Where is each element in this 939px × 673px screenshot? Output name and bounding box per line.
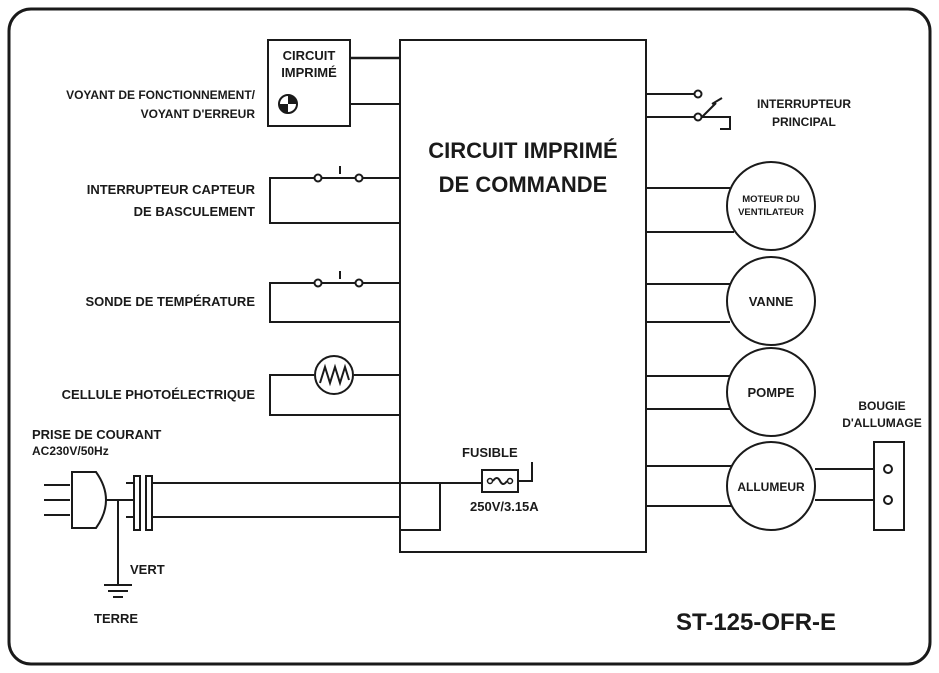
pump-label: POMPE: [748, 385, 795, 400]
photocell-label: CELLULE PHOTOÉLECTRIQUE: [62, 387, 256, 402]
model-number: ST-125-OFR-E: [676, 609, 836, 636]
control-board-label-line1: CIRCUIT IMPRIMÉ: [428, 138, 617, 163]
main-switch-wires: [646, 93, 731, 130]
valve-circle: [726, 256, 816, 346]
earth-ground-icon: [104, 584, 132, 598]
fan-motor-circle: [726, 161, 816, 251]
igniter-to-plug-wires: [815, 468, 882, 501]
ground-wire-label: VERT: [130, 562, 165, 577]
fuse-label: FUSIBLE: [462, 445, 518, 460]
fan-motor-label-line1: MOTEUR DU: [742, 194, 800, 205]
pump-circle: [726, 347, 816, 437]
main-switch-label-line1: INTERRUPTEUR: [757, 97, 851, 111]
tilt-switch-loop: [269, 177, 400, 224]
outer-frame: [7, 7, 932, 666]
temp-sensor-icon: [313, 271, 364, 288]
control-board-box: [399, 39, 647, 553]
valve-wires: [646, 283, 730, 323]
temp-sensor-label: SONDE DE TEMPÉRATURE: [86, 294, 256, 309]
led-label-line1: VOYANT DE FONCTIONNEMENT/: [66, 88, 256, 102]
photocell-icon: [314, 355, 354, 395]
led-indicator-icon: [278, 94, 298, 114]
cord-branch: [400, 483, 441, 531]
small-pcb-label-line2: IMPRIMÉ: [281, 65, 337, 80]
small-pcb-label-line1: CIRCUIT: [283, 48, 336, 63]
plug-label-line2: AC230V/50Hz: [32, 444, 109, 458]
spark-plug-terminals-icon: [883, 464, 893, 505]
tilt-switch-label-line2: DE BASCULEMENT: [134, 204, 255, 219]
valve-label: VANNE: [749, 294, 794, 309]
earth-label: TERRE: [94, 611, 138, 626]
spark-plug-label-line1: BOUGIE: [858, 399, 905, 413]
power-plug-icon: [44, 471, 153, 531]
main-switch-icon: [693, 89, 717, 122]
tilt-switch-icon: [313, 166, 364, 183]
fuse-to-board-wire: [518, 462, 533, 482]
led-label-line2: VOYANT D'ERREUR: [141, 107, 256, 121]
igniter-circle: [726, 441, 816, 531]
main-switch-label-line2: PRINCIPAL: [772, 115, 836, 129]
temp-sensor-loop: [269, 282, 400, 323]
fan-motor-wires: [646, 187, 734, 233]
plug-label-line1: PRISE DE COURANT: [32, 427, 161, 442]
spark-plug-label-line2: D'ALLUMAGE: [842, 416, 922, 430]
fan-motor-label-line2: VENTILATEUR: [738, 207, 804, 218]
control-board-label-line2: DE COMMANDE: [439, 172, 608, 197]
igniter-wires: [646, 465, 734, 507]
fuse-icon: [481, 469, 519, 493]
photocell-loop: [269, 374, 400, 416]
tilt-switch-label-line1: INTERRUPTEUR CAPTEUR: [87, 182, 256, 197]
pump-wires: [646, 375, 730, 410]
fuse-rating-label: 250V/3.15A: [470, 499, 539, 514]
spark-plug-box: [873, 441, 905, 531]
igniter-label: ALLUMEUR: [737, 480, 805, 494]
